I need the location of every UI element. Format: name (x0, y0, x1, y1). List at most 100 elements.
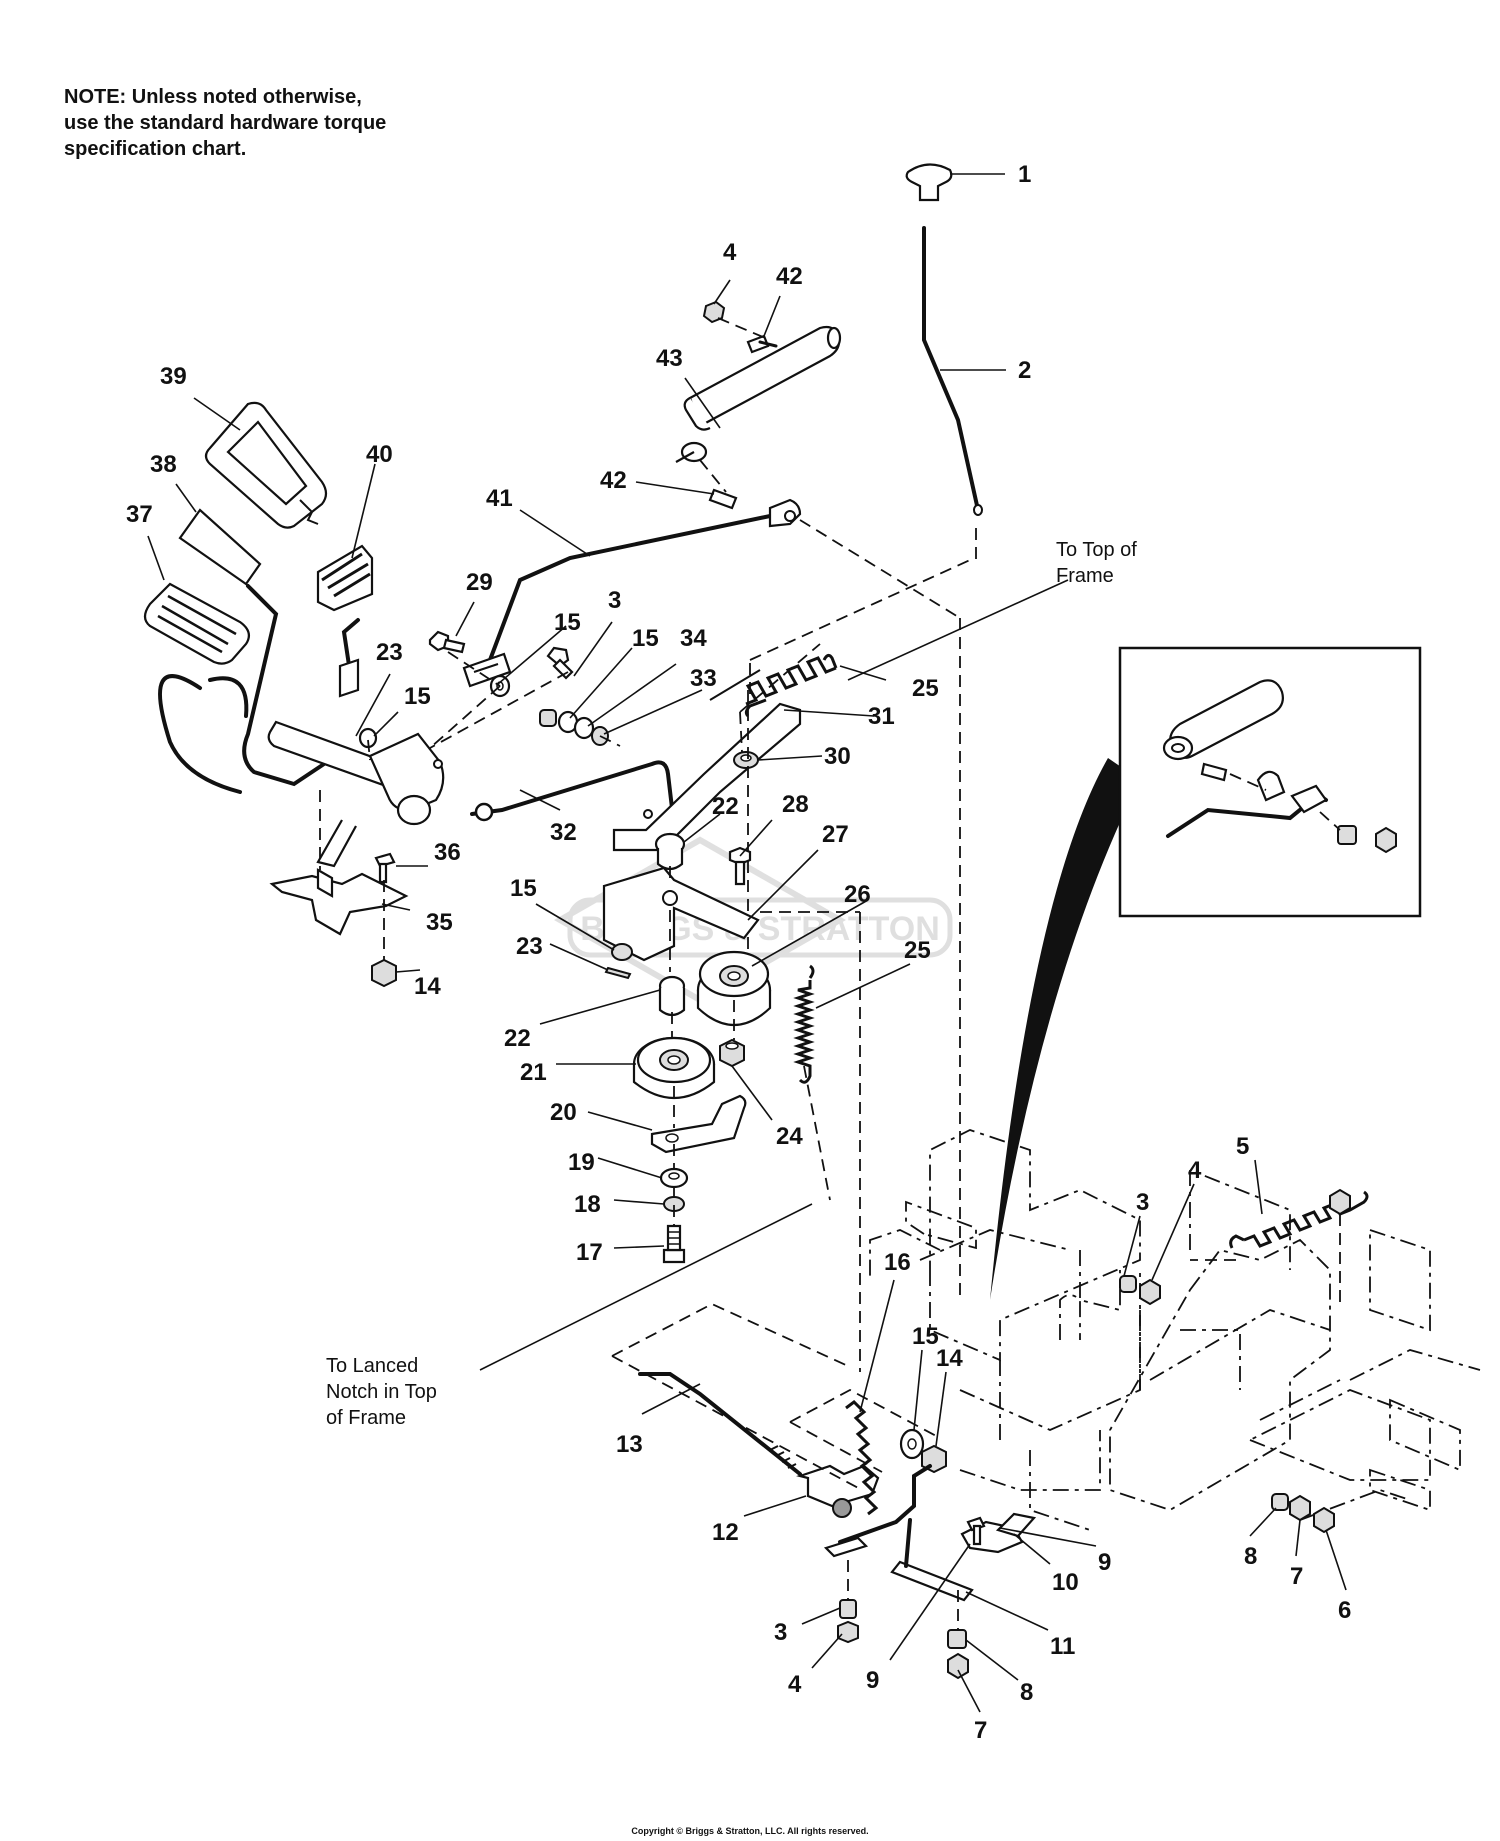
callout-34: 34 (680, 625, 707, 652)
callouts: 1 2 4 42 43 42 41 39 40 38 37 29 3 15 15… (126, 161, 1351, 1744)
bracket-20 (650, 1094, 747, 1154)
callout-3: 3 (1136, 1189, 1149, 1216)
callout-30: 30 (824, 743, 851, 770)
callout-14: 14 (414, 973, 441, 1000)
rod-13 (638, 1372, 802, 1476)
callout-26: 26 (844, 881, 871, 908)
callout-4: 4 (723, 239, 737, 266)
nut-transmission-top (1329, 1188, 1351, 1216)
callout-40: 40 (366, 441, 393, 468)
callout-6: 6 (1338, 1597, 1351, 1624)
nut-6 (1313, 1506, 1335, 1534)
callout-1: 1 (1018, 161, 1031, 188)
callout-2: 2 (1018, 357, 1031, 384)
callout-4: 4 (788, 1671, 802, 1698)
idler-pulley-26 (696, 950, 772, 1027)
callout-22: 22 (504, 1025, 531, 1052)
shift-arm-11 (823, 1464, 974, 1602)
callout-13: 13 (616, 1431, 643, 1458)
callout-32: 32 (550, 819, 577, 846)
annotation-line: of Frame (326, 1407, 406, 1429)
idler-pulley-21 (632, 1036, 716, 1100)
callout-4: 4 (1188, 1157, 1202, 1184)
callout-25: 25 (912, 675, 939, 702)
washer-30 (733, 751, 759, 769)
leader-lines (147, 173, 1347, 1713)
nut-15-c (611, 943, 633, 961)
callout-35: 35 (426, 909, 453, 936)
callout-8: 8 (1244, 1543, 1257, 1570)
callout-14: 14 (936, 1345, 963, 1372)
callout-9: 9 (866, 1667, 879, 1694)
pedal-pad-38 (178, 508, 262, 586)
shift-rod (922, 226, 983, 516)
bolt-17 (662, 1224, 686, 1264)
damper-43 (675, 325, 842, 463)
spring-5 (1229, 1190, 1369, 1249)
shift-knob (905, 163, 953, 202)
callout-37: 37 (126, 501, 153, 528)
annotation-line: Notch in Top (326, 1381, 437, 1403)
spring-16 (845, 1400, 879, 1516)
inset-detail (1118, 646, 1422, 918)
callout-19: 19 (568, 1149, 595, 1176)
pedal-shaft (267, 720, 445, 868)
callout-28: 28 (782, 791, 809, 818)
inset-pointer (990, 758, 1140, 1300)
bolt-9 (966, 1516, 986, 1546)
callout-15: 15 (404, 683, 431, 710)
note-line: NOTE: Unless noted otherwise, (64, 86, 362, 108)
callout-10: 10 (1052, 1569, 1079, 1596)
callout-31: 31 (868, 703, 895, 730)
callout-18: 18 (574, 1191, 601, 1218)
annotation-line: To Lanced (326, 1355, 418, 1377)
bracket-31 (612, 669, 802, 852)
link-rod-32 (470, 760, 674, 822)
transmission-housing (869, 1129, 1481, 1531)
pedal-pad-40 (316, 544, 374, 612)
transmission-shaft-left (905, 1200, 977, 1250)
nut-14-a (371, 958, 397, 988)
bracket-12 (796, 1464, 880, 1518)
callout-41: 41 (486, 485, 513, 512)
annotation-to-lanced-notch: To Lanced Notch in Top of Frame (326, 1355, 437, 1429)
annotation-line: To Top of (1056, 539, 1137, 561)
spacer-3-c (839, 1599, 857, 1619)
callout-3: 3 (608, 587, 621, 614)
callout-5: 5 (1236, 1133, 1249, 1160)
bracket-35 (269, 868, 409, 936)
spacer-3-b (1119, 1275, 1137, 1293)
pedal-pad-37 (143, 582, 251, 665)
nut-7-a (1289, 1494, 1311, 1522)
washer-15-e (899, 1428, 925, 1460)
callout-12: 12 (712, 1519, 739, 1546)
bolt-36 (374, 852, 396, 884)
callout-15: 15 (554, 609, 581, 636)
spacer-stack (539, 709, 609, 746)
washer-19 (659, 1167, 689, 1189)
callout-23: 23 (516, 933, 543, 960)
shoulder-bolt-42-upper (746, 334, 778, 354)
callout-21: 21 (520, 1059, 547, 1086)
callout-17: 17 (576, 1239, 603, 1266)
callout-39: 39 (160, 363, 187, 390)
callout-25: 25 (904, 937, 931, 964)
note-line: specification chart. (64, 138, 247, 160)
pedal-pad-39 (204, 401, 328, 529)
spacer-22-top (654, 832, 686, 871)
callout-15: 15 (912, 1323, 939, 1350)
bolt-3-a (546, 646, 574, 680)
callout-27: 27 (822, 821, 849, 848)
callout-42: 42 (776, 263, 803, 290)
callout-7: 7 (974, 1717, 987, 1744)
nut-4-b (1139, 1278, 1161, 1306)
callout-9: 9 (1098, 1549, 1111, 1576)
nut-24 (719, 1038, 745, 1068)
callout-42: 42 (600, 467, 627, 494)
spacer-8-a (1271, 1493, 1289, 1511)
copyright-notice: Copyright © Briggs & Stratton, LLC. All … (631, 1826, 869, 1836)
shoulder-bolt-42-lower (708, 488, 738, 510)
callout-7: 7 (1290, 1563, 1303, 1590)
callout-29: 29 (466, 569, 493, 596)
